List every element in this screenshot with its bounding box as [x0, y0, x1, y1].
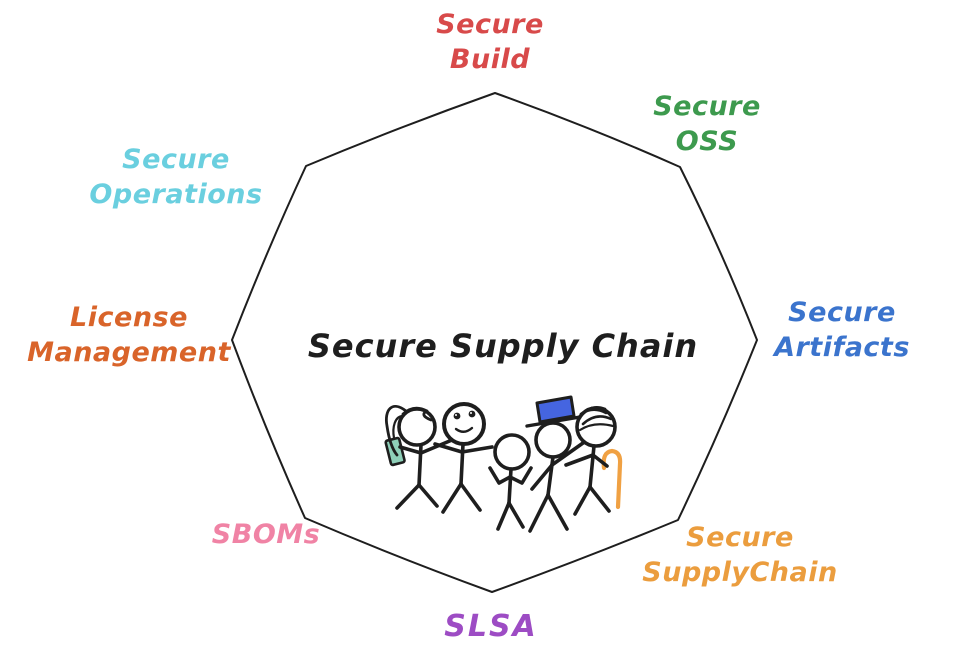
stick-figure-with-cane — [564, 406, 623, 516]
smile — [454, 426, 474, 433]
stick-figures-illustration — [384, 395, 623, 533]
ponytail-inner — [392, 414, 405, 440]
eye-left — [453, 412, 461, 420]
octagon-outline — [231, 92, 758, 593]
label-license-management: License Management — [27, 302, 231, 368]
label-sboms: SBOMs — [211, 519, 321, 550]
label-secure-build: Secure Build — [436, 9, 544, 75]
label-secure-oss: Secure OSS — [653, 91, 761, 157]
hair-swirl-4 — [578, 423, 615, 432]
label-secure-supplychain: Secure SupplyChain — [642, 522, 838, 588]
label-secure-artifacts: Secure Artifacts — [774, 297, 910, 363]
hair-swirl-1 — [577, 406, 607, 421]
cane — [601, 448, 623, 510]
hat-brim — [525, 415, 582, 428]
hair-swirl-2 — [579, 408, 608, 416]
ponytail — [384, 405, 408, 457]
eye-right — [468, 410, 476, 418]
center-title: Secure Supply Chain — [307, 327, 699, 365]
hair-swoosh — [401, 406, 433, 422]
stick-figure-small — [488, 433, 533, 531]
label-secure-operations: Secure Operations — [89, 144, 263, 210]
stick-figure-with-phone — [384, 405, 454, 510]
hair-swirl-3 — [581, 415, 613, 426]
label-slsa: SLSA — [444, 609, 538, 644]
stick-figure-smiling — [433, 402, 494, 514]
stick-figure-with-hat — [525, 395, 585, 533]
hat-crown — [535, 395, 576, 424]
